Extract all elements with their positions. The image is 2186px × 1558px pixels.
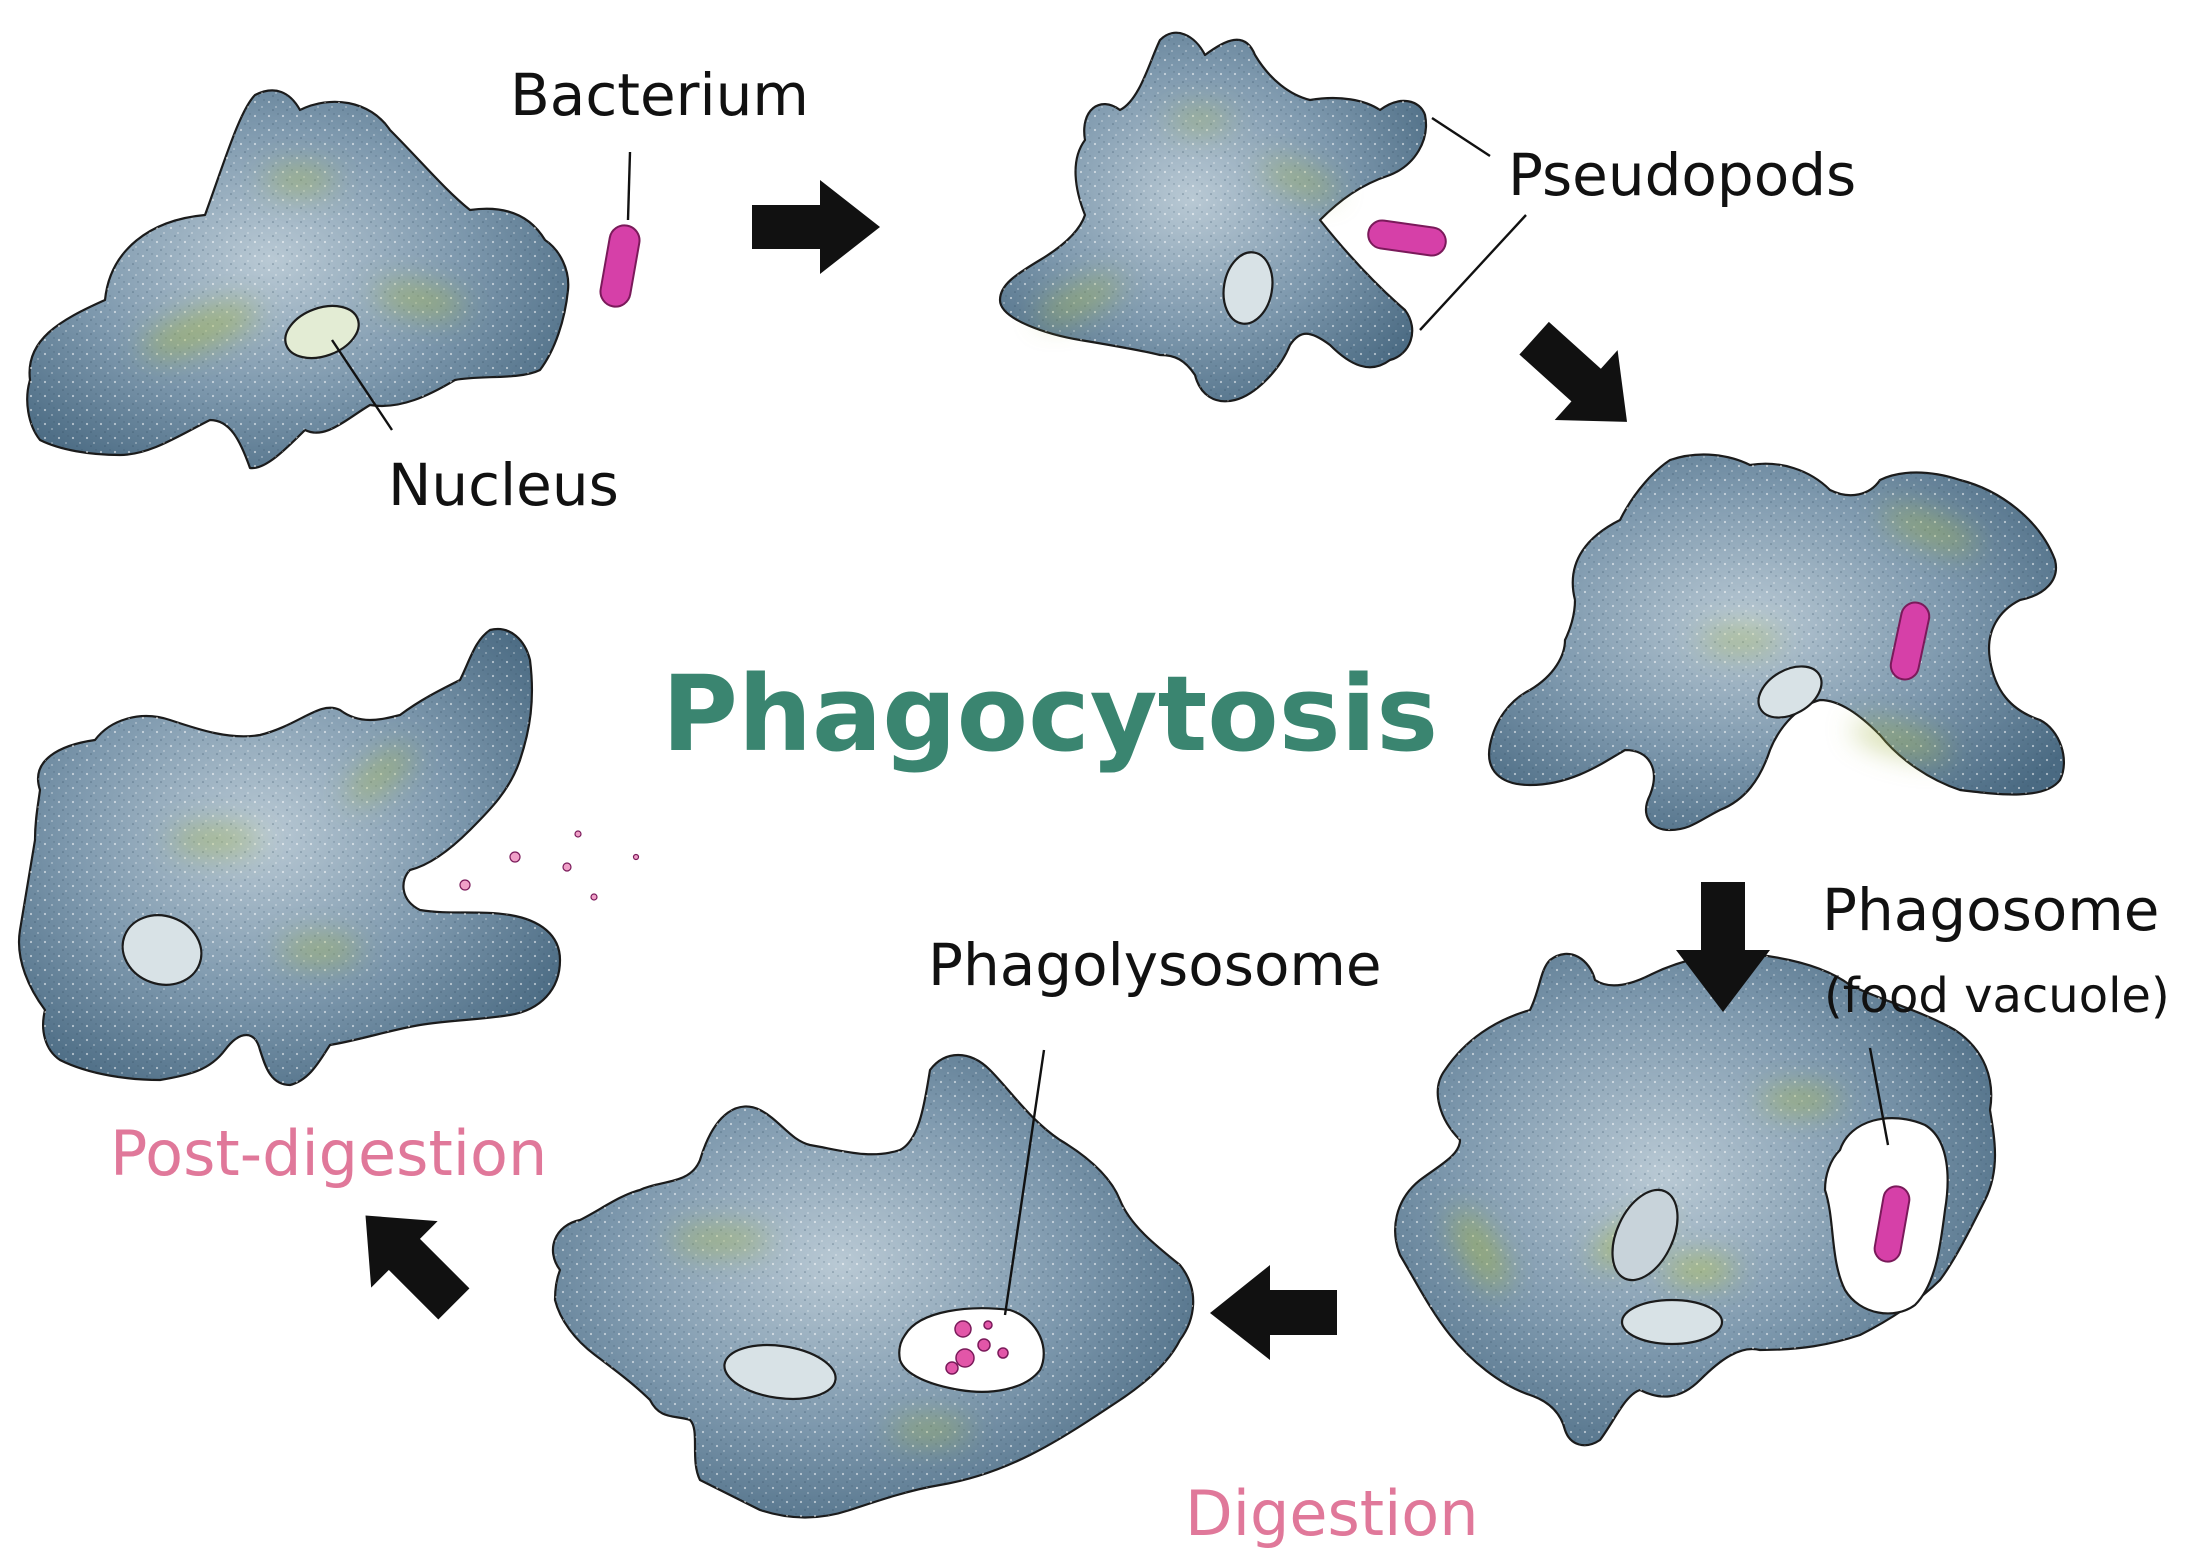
cell-stage-4 (1394, 952, 1997, 1447)
leader-phagolysosome (1003, 1049, 1046, 1316)
cell-stage-1 (26, 89, 570, 470)
cytoplasm-granules-5 (670, 1226, 970, 1442)
label-phagosome-note: (food vacuole) (1824, 968, 2170, 1024)
phagolysosome-vacuole (898, 1307, 1045, 1393)
nucleus-3 (1757, 665, 1823, 719)
leader-bacterium (626, 151, 632, 221)
leader-pseudopod-top (1431, 116, 1491, 158)
cytoplasm-granules-1 (143, 168, 465, 357)
bacterium-4 (1873, 1185, 1911, 1263)
arrow-stage-5-to-6 (365, 1215, 470, 1320)
arrow-stage-2-to-3 (1519, 321, 1628, 422)
nucleus-6 (121, 914, 203, 986)
cytoplasm-granules-6 (170, 747, 412, 964)
bacterium-3 (1889, 601, 1931, 681)
digested-fragments (945, 1320, 1009, 1375)
label-phagosome: Phagosome (1822, 876, 2159, 944)
cytoplasm-granules-2 (1038, 110, 1338, 323)
label-post-digestion: Post-digestion (110, 1117, 547, 1190)
bacterium-1 (599, 224, 641, 308)
nucleus-4 (1620, 1298, 1724, 1346)
leader-pseudopod-bottom (1419, 214, 1527, 331)
bacterium-2 (1367, 219, 1447, 257)
label-nucleus: Nucleus (388, 451, 619, 519)
leader-nucleus (331, 339, 393, 431)
nucleus-2 (1222, 251, 1274, 325)
nucleus-5 (723, 1343, 837, 1401)
label-pseudopods: Pseudopods (1508, 141, 1856, 209)
arrow-stage-1-to-2 (752, 180, 880, 274)
arrow-stage-4-to-5 (1210, 1265, 1337, 1360)
diagram-title: Phagocytosis (662, 653, 1438, 775)
cell-texture-1 (27, 90, 569, 469)
nucleus-1 (284, 304, 360, 360)
cell-stage-3 (1487, 453, 2065, 832)
cell-stage-5 (551, 1054, 1195, 1519)
cell-texture-6 (19, 629, 561, 1085)
label-digestion: Digestion (1185, 1477, 1479, 1550)
cell-stage-2 (998, 31, 1428, 403)
cell-stage-6 (17, 627, 640, 1087)
leader-phagosome (1868, 1047, 1890, 1146)
label-phagolysosome: Phagolysosome (928, 931, 1382, 999)
cell-texture-5 (552, 1055, 1194, 1518)
label-bacterium: Bacterium (510, 61, 809, 129)
cell-texture-4 (1395, 953, 1995, 1446)
cell-texture-2 (1000, 32, 1426, 402)
cytoplasm-granules-3 (1700, 508, 1978, 759)
inclusion-4 (1611, 1188, 1679, 1282)
expelled-debris (459, 830, 640, 901)
arrow-stage-3-to-4 (1676, 882, 1770, 1012)
